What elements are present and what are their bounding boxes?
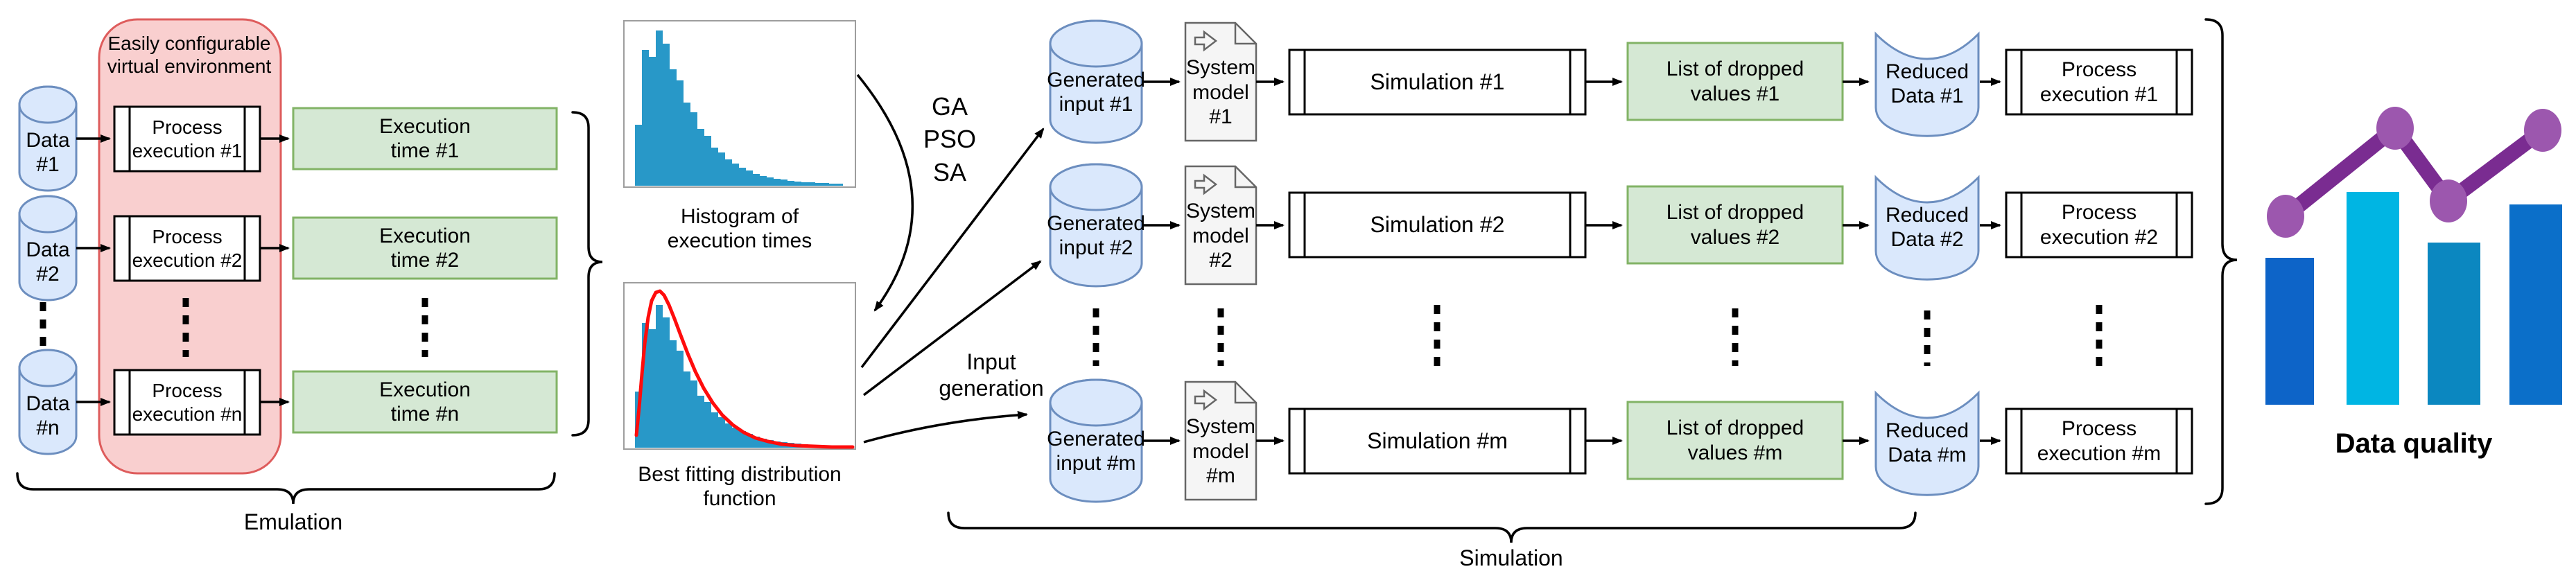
export-arrow-icon [1194,173,1218,195]
generated-input-cylinder-2 [1049,163,1143,288]
input-generation-label: Input generation [939,349,1044,401]
generated-input-label: Generated input #m [1047,427,1145,475]
execution-time-label: Execution time #1 [379,114,471,162]
generated-input-label: Generated input #2 [1047,211,1145,259]
simulation-label: Simulation #2 [1370,211,1505,237]
execution-time-box-1 [292,107,558,170]
sim-process-execution-label: Process execution #1 [2039,58,2159,106]
generated-input-label: Generated input #1 [1047,68,1145,116]
system-model-doc-2 [1184,165,1257,286]
emulation-section-label: Emulation [243,509,343,535]
process-execution-box-n [113,369,261,436]
export-arrow-icon [1194,389,1218,411]
histogram-title: Histogram of execution times [667,204,812,252]
process-execution-box-2 [113,215,261,282]
system-model-label: System model #2 [1185,200,1256,272]
simulation-label: Simulation #m [1367,428,1508,453]
process-execution-label: Process execution #1 [132,116,243,161]
dropped-values-box-2 [1626,185,1844,265]
sim-process-execution-box-m [2005,408,2193,475]
sim-process-execution-label: Process execution #m [2037,417,2161,465]
simulation-label: Simulation #1 [1370,69,1505,94]
system-model-label: System model #m [1185,415,1256,488]
data-cylinder-label: Data #2 [26,238,70,286]
simulation-box-2 [1288,191,1587,259]
data-cylinder-n [18,349,78,455]
process-execution-label: Process execution #2 [132,226,243,271]
data-quality-label: Data quality [2335,428,2493,459]
process-execution-box-1 [113,105,261,173]
algorithms-label: GA PSO SA [923,91,977,186]
reduced-data-label: Reduced Data #1 [1885,60,1969,107]
data-cylinder-label: Data #n [26,392,70,439]
histogram-bars [635,30,843,186]
ellipsis-dots [40,298,2103,366]
execution-time-box-n [292,370,558,434]
process-execution-label: Process execution #n [132,380,243,425]
simulation-brace [947,511,1917,543]
environment-title: Easily configurable virtual environment [107,32,272,77]
simulation-section-label: Simulation [1459,545,1563,571]
analysis-arrows [856,73,1045,444]
emulation-arrows [76,134,290,406]
export-arrow-icon [1194,30,1218,52]
emulation-brace [16,472,556,505]
execution-time-label: Execution time #2 [379,224,471,272]
system-model-doc-1 [1184,21,1257,142]
reduced-data-store-m [1874,390,1980,496]
execution-times-brace [571,111,603,437]
execution-time-box-2 [292,216,558,280]
system-model-label: System model #1 [1185,56,1256,129]
dropped-values-label: List of dropped values #m [1666,417,1804,464]
sim-process-execution-label: Process execution #2 [2039,201,2159,249]
simulation-box-1 [1288,49,1587,116]
system-model-doc-m [1184,380,1257,501]
reduced-data-store-1 [1874,31,1980,137]
data-quality-chart-icon [2265,107,2562,405]
data-cylinder-2 [18,195,78,301]
sim-process-execution-box-1 [2005,49,2193,116]
fit-title: Best fitting distribution function [638,462,842,510]
sim-process-execution-box-2 [2005,191,2193,259]
reduced-data-label: Reduced Data #m [1885,419,1969,466]
data-cylinder-1 [18,85,78,192]
dropped-values-label: List of dropped values #2 [1666,201,1804,249]
reduced-data-store-2 [1874,175,1980,281]
dropped-values-box-m [1626,401,1844,480]
data-cylinder-label: Data #1 [26,128,70,176]
reduced-data-label: Reduced Data #2 [1885,203,1969,251]
fit-curve-line [634,289,855,449]
execution-time-label: Execution time #n [379,378,471,426]
generated-input-cylinder-1 [1049,19,1143,144]
simulation-box-m [1288,408,1587,475]
results-brace [2204,18,2238,505]
generated-input-cylinder-m [1049,378,1143,503]
dropped-values-label: List of dropped values #1 [1666,58,1804,105]
simulation-arrows [1142,78,2001,445]
